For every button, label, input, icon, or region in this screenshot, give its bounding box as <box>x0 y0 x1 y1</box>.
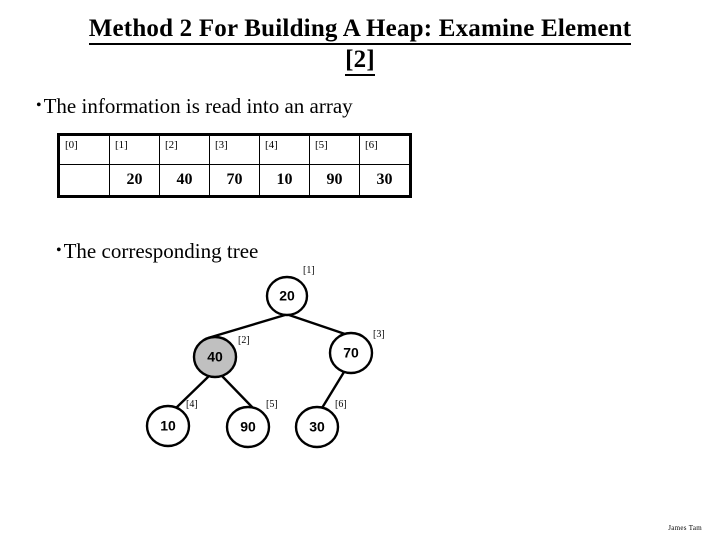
array-value-row: 20 40 70 10 90 30 <box>58 164 411 197</box>
tree-node-index-90: [5] <box>266 399 278 410</box>
bullet-marker-icon: • <box>56 242 62 259</box>
bullet-item-tree: •The corresponding tree <box>56 239 258 263</box>
tree-node-label-70: 70 <box>343 345 359 361</box>
array-value-cell-0 <box>58 164 110 197</box>
tree-node-label-30: 30 <box>309 419 325 435</box>
array-value-cell-2: 40 <box>159 164 210 197</box>
array-index-cell-4: [4] <box>259 134 310 165</box>
tree-edge-n3-n6 <box>320 371 346 409</box>
bullet-item-array: •The information is read into an array <box>36 94 353 118</box>
array-index-cell-6: [6] <box>359 134 411 165</box>
array-value-cell-5: 90 <box>309 164 360 197</box>
tree-edge-n1-n3 <box>288 313 346 336</box>
tree-node-circle-10 <box>145 404 191 448</box>
tree-node-circle-70 <box>328 331 374 375</box>
tree-node-circle-30 <box>294 405 340 449</box>
tree-node-label-90: 90 <box>240 419 256 435</box>
tree-edge-group <box>175 313 346 409</box>
tree-node-30: 30 [6] <box>294 399 347 449</box>
tree-node-20: 20 [1] <box>265 265 315 317</box>
tree-node-circle-40 <box>192 335 238 379</box>
tree-node-40: 40 [2] <box>192 335 250 379</box>
tree-edge-n2-n4 <box>175 375 210 409</box>
tree-node-label-20: 20 <box>279 288 295 304</box>
array-value-cell-6: 30 <box>359 164 411 197</box>
tree-node-circle-90 <box>225 405 271 449</box>
author-signature: James Tam <box>668 524 702 532</box>
bullet-text-array: The information is read into an array <box>43 94 353 118</box>
array-index-cell-5: [5] <box>309 134 360 165</box>
array-index-cell-3: [3] <box>209 134 260 165</box>
tree-node-index-70: [3] <box>373 329 385 340</box>
page-title: Method 2 For Building A Heap: Examine El… <box>40 14 680 76</box>
tree-edge-n2-n5 <box>221 375 254 409</box>
bullet-marker-icon: • <box>36 97 42 114</box>
tree-node-70: 70 [3] <box>328 329 385 375</box>
title-line-1: Method 2 For Building A Heap: Examine El… <box>88 14 632 45</box>
title-line-2: [2] <box>345 45 375 76</box>
array-index-cell-0: [0] <box>58 134 110 165</box>
title-line-1-wrap: Method 2 For Building A Heap: Examine El… <box>40 14 680 45</box>
array-value-cell-3: 70 <box>209 164 260 197</box>
array-table: [0] [1] [2] [3] [4] [5] [6] 20 40 70 10 … <box>57 133 412 198</box>
title-line-2-wrap: [2] <box>40 45 680 76</box>
array-index-cell-2: [2] <box>159 134 210 165</box>
tree-node-index-40: [2] <box>238 335 250 346</box>
tree-node-index-10: [4] <box>186 399 198 410</box>
tree-node-10: 10 [4] <box>145 399 198 448</box>
array-value-cell-1: 20 <box>109 164 160 197</box>
tree-node-label-40: 40 <box>207 349 223 365</box>
array-value-cell-4: 10 <box>259 164 310 197</box>
array-index-row: [0] [1] [2] [3] [4] [5] [6] <box>58 134 411 165</box>
tree-node-index-30: [6] <box>335 399 347 410</box>
tree-node-90: 90 [5] <box>225 399 278 449</box>
tree-node-circle-20 <box>265 275 309 317</box>
tree-node-group: 20 [1] 40 [2] 70 [3] 10 [4] 90 [5] 30 [6] <box>145 265 385 449</box>
tree-node-label-10: 10 <box>160 418 176 434</box>
tree-node-index-20: [1] <box>303 265 315 276</box>
bullet-text-tree: The corresponding tree <box>63 239 259 263</box>
tree-edge-n1-n2 <box>207 313 286 340</box>
array-index-cell-1: [1] <box>109 134 160 165</box>
